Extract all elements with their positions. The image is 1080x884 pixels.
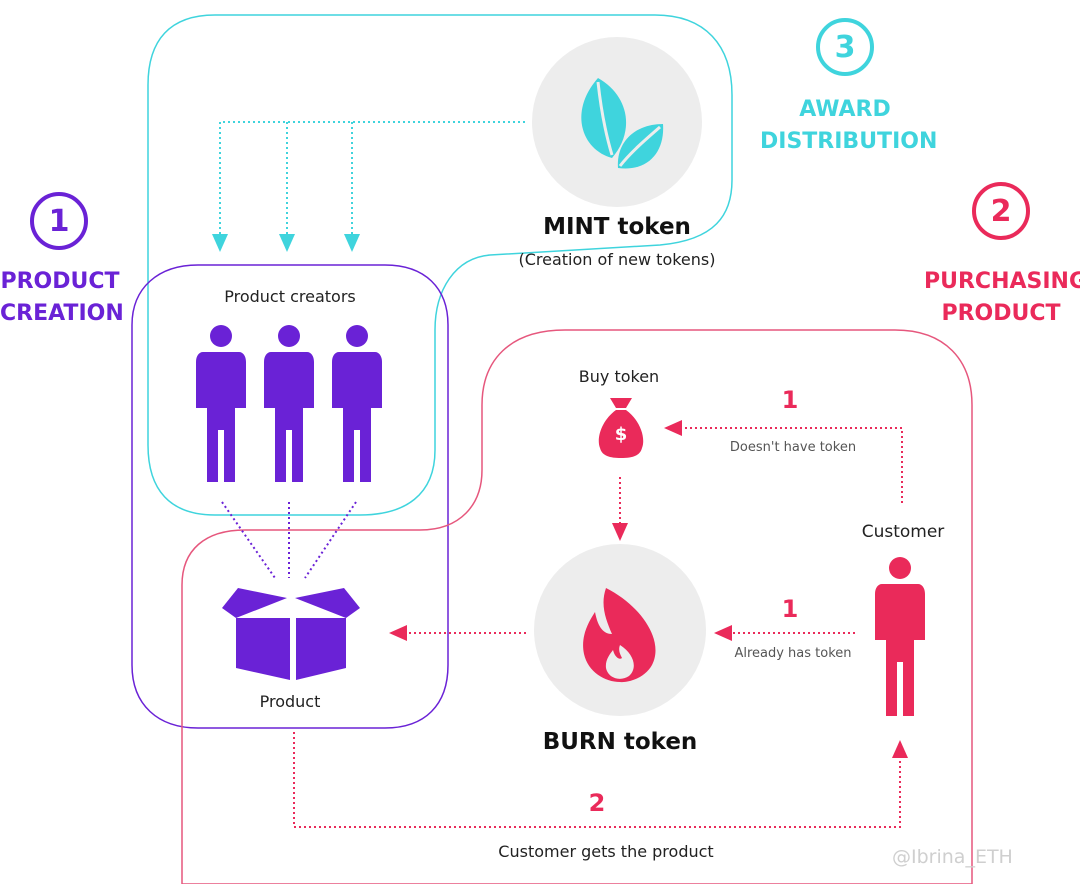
customer-label: Customer [861,522,945,542]
creator-figure-1 [196,325,246,482]
money-bag-icon [598,398,644,458]
product-creators-label: Product creators [224,287,356,306]
award-distribution-region [147,14,733,516]
has-token-label: Already has token [734,646,852,661]
purchase-arrows [293,420,908,828]
burn-token-title: BURN token [542,729,698,755]
flame-icon [583,588,656,683]
watermark: @Ibrina_ETH [892,846,1013,868]
section-3-number: 3 [816,18,874,76]
section-1-title-line-1: PRODUCT [0,269,120,294]
product-label: Product [259,692,321,711]
section-1-number: 1 [30,192,88,250]
purchasing-product-region [181,329,973,884]
step-1-has-token: 1 [781,595,799,623]
section-3-title-line-1: AWARD [799,97,891,122]
leaves-icon [581,78,664,169]
people-icon [196,325,382,482]
buy-token-label: Buy token [578,367,660,386]
section-1-title-line-2: CREATION [0,301,124,326]
mint-token-subtitle: (Creation of new tokens) [518,250,716,269]
section-2-title-line-2: PRODUCT [941,301,1061,326]
creators-to-product-lines [221,501,357,579]
section-2-title-line-1: PURCHASING [924,269,1080,294]
person-icon [875,557,925,716]
step-1-no-token: 1 [781,386,799,414]
gets-product-label: Customer gets the product [498,842,714,861]
open-box-icon [222,588,360,680]
mint-token-title: MINT token [543,214,691,240]
product-creation-region [131,264,449,729]
dollar-sign-icon: $ [614,424,628,445]
step-2-gets-product: 2 [588,789,606,817]
section-3-title-line-2: DISTRIBUTION [760,129,938,154]
section-2-number: 2 [972,182,1030,240]
creator-figure-3 [332,325,382,482]
no-token-label: Doesn't have token [729,440,857,455]
creator-figure-2 [264,325,314,482]
award-arrows [212,121,525,252]
